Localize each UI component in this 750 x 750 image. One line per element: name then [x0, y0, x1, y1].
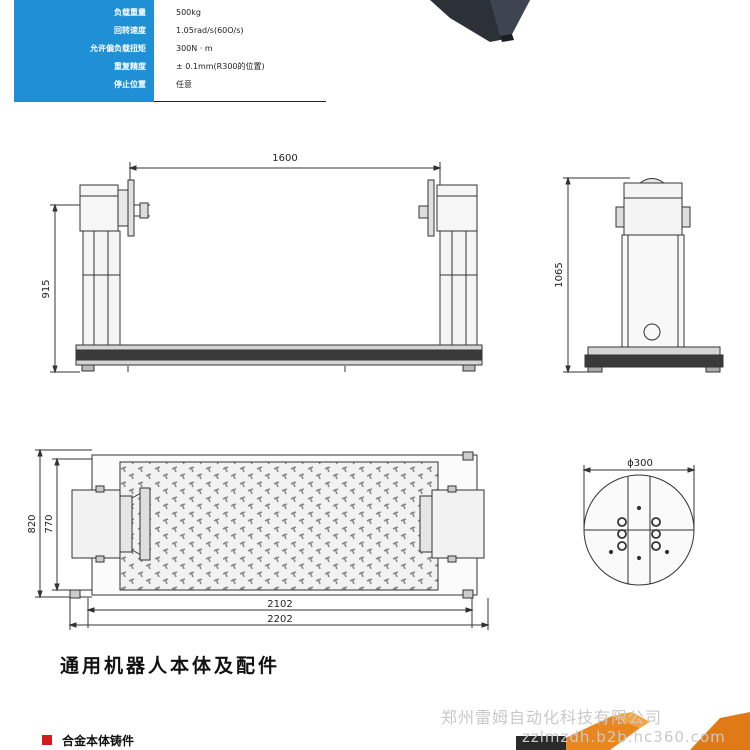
- spec-label-torque: 允许偏负载扭矩: [90, 44, 146, 53]
- dim-front-height: 915: [41, 279, 52, 298]
- spec-label-load: 负载重量: [114, 8, 146, 17]
- robot-arm-photo-fragment: [516, 712, 750, 750]
- dim-plan-depth-outer: 820: [27, 514, 38, 533]
- watermark-company: 郑州雷姆自动化科技有限公司: [441, 708, 663, 727]
- spec-labels-column: 负载重量 回转速度 允许偏负载扭矩 重复精度 停止位置: [14, 0, 154, 102]
- spec-value-repeatability: ± 0.1mm(R300的位置): [176, 62, 265, 71]
- dim-plan-width-outer: 2202: [267, 614, 292, 625]
- dim-flange-diameter: ϕ300: [627, 458, 653, 469]
- flange-view: [582, 465, 696, 586]
- side-view: [563, 176, 724, 374]
- spec-value-speed: 1.05rad/s(60O/s): [176, 26, 244, 35]
- spec-label-stop-position: 停止位置: [114, 80, 146, 89]
- spec-value-stop-position: 任意: [176, 80, 192, 89]
- section-title: 通用机器人本体及配件: [60, 655, 281, 677]
- dim-side-height: 1065: [554, 262, 565, 287]
- subsection-title: 合金本体铸件: [62, 734, 135, 748]
- plan-view: [35, 448, 490, 630]
- front-view: [50, 162, 483, 374]
- dim-front-width: 1600: [272, 153, 297, 164]
- positioner-photo-fragment: [430, 0, 530, 42]
- spec-label-speed: 回转速度: [114, 26, 146, 35]
- dim-plan-width-inner: 2102: [267, 599, 292, 610]
- spec-values-column: 500kg 1.05rad/s(60O/s) 300N · m ± 0.1mm(…: [154, 0, 326, 102]
- subsection-marker: [42, 735, 52, 745]
- watermark-url: zzlmzdh.b2b.hc360.com: [522, 728, 726, 746]
- spec-label-repeatability: 重复精度: [114, 62, 146, 71]
- spec-table-divider: [154, 101, 326, 102]
- spec-value-torque: 300N · m: [176, 44, 213, 53]
- spec-value-load: 500kg: [176, 8, 201, 17]
- spec-table: 负载重量 回转速度 允许偏负载扭矩 重复精度 停止位置 500kg 1.05ra…: [14, 0, 326, 102]
- dim-plan-depth-inner: 770: [44, 514, 55, 533]
